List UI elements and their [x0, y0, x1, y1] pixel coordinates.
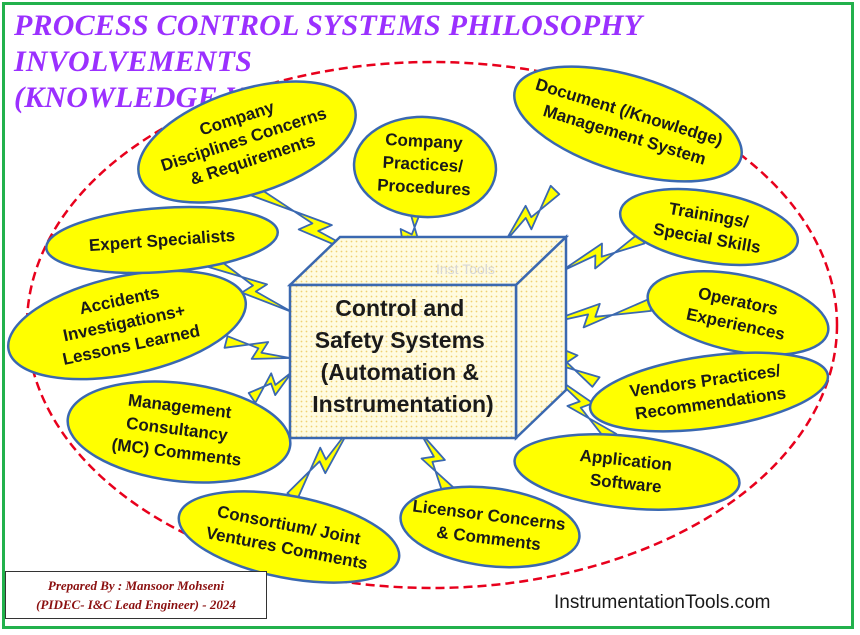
node-ellipse — [352, 115, 498, 219]
node-ellipse — [618, 187, 800, 267]
connector-bolt — [207, 255, 293, 313]
node-vendors-practices: Vendors Practices/ Recommendations — [588, 351, 830, 433]
node-label-line: Company — [385, 130, 464, 153]
connector-bolt — [419, 431, 455, 494]
node-application-software: Application Software — [513, 433, 741, 511]
node-ellipse — [646, 269, 830, 357]
node-company-disciplines: Company Disciplines Concerns & Requireme… — [137, 80, 357, 204]
node-label: Company Practices/ Procedures — [377, 130, 474, 200]
node-ellipse — [45, 205, 279, 275]
credit-box: Prepared By : Mansoor Mohseni (PIDEC- I&… — [5, 571, 267, 619]
node-company-practices: Company Practices/ Procedures — [352, 115, 498, 219]
node-ellipse — [588, 351, 830, 433]
page-frame — [2, 2, 854, 629]
center-label-line-1: Control and — [335, 295, 464, 321]
center-label: Control and Safety Systems (Automation &… — [312, 295, 493, 417]
credit-line-2: (PIDEC- I&C Lead Engineer) - 2024 — [36, 597, 236, 612]
node-ellipse — [177, 490, 401, 584]
node-document-management: Document (/Knowledge) Management System — [513, 65, 743, 183]
node-ellipse — [399, 485, 581, 569]
node-management-consultancy: Management Consultancy (MC) Comments — [66, 380, 292, 484]
boundary-ellipse — [25, 60, 839, 590]
node-ellipse — [66, 380, 292, 484]
title-line-1: PROCESS CONTROL SYSTEMS PHILOSOPHY INVOL… — [14, 9, 642, 78]
center-label-line-3: (Automation & — [321, 359, 479, 385]
node-ellipse — [513, 433, 741, 511]
center-watermark: Inst Tools — [436, 261, 495, 277]
node-label-line: Procedures — [377, 176, 471, 200]
center-label-line-4: Instrumentation) — [312, 391, 493, 417]
center-label-line-2: Safety Systems — [315, 327, 485, 353]
center-box-front — [288, 283, 518, 440]
credit-line-1: Prepared By : Mansoor Mohseni — [47, 578, 225, 593]
connector-bolt — [559, 231, 646, 273]
node-label-line: Practices/ — [382, 153, 463, 176]
site-name: InstrumentationTools.com — [554, 592, 771, 613]
connector-bolt — [223, 335, 291, 360]
connector-bolt — [286, 427, 351, 502]
node-operators-experiences: Operators Experiences — [646, 269, 830, 357]
center-box: Inst Tools Control and Safety Systems (A… — [286, 234, 570, 441]
node-accidents-investigations: Accidents Investigations+ Lessons Learne… — [6, 269, 248, 381]
node-label: Management Consultancy (MC) Comments — [111, 389, 248, 469]
node-ellipse — [6, 269, 248, 381]
node-expert-specialists: Expert Specialists — [45, 205, 279, 275]
node-trainings: Trainings/ Special Skills — [618, 187, 800, 267]
node-licensor-concerns: Licensor Concerns & Comments — [399, 485, 581, 569]
connector-bolt — [247, 371, 293, 404]
connector-bolt — [504, 184, 561, 243]
node-ellipse — [513, 65, 743, 183]
